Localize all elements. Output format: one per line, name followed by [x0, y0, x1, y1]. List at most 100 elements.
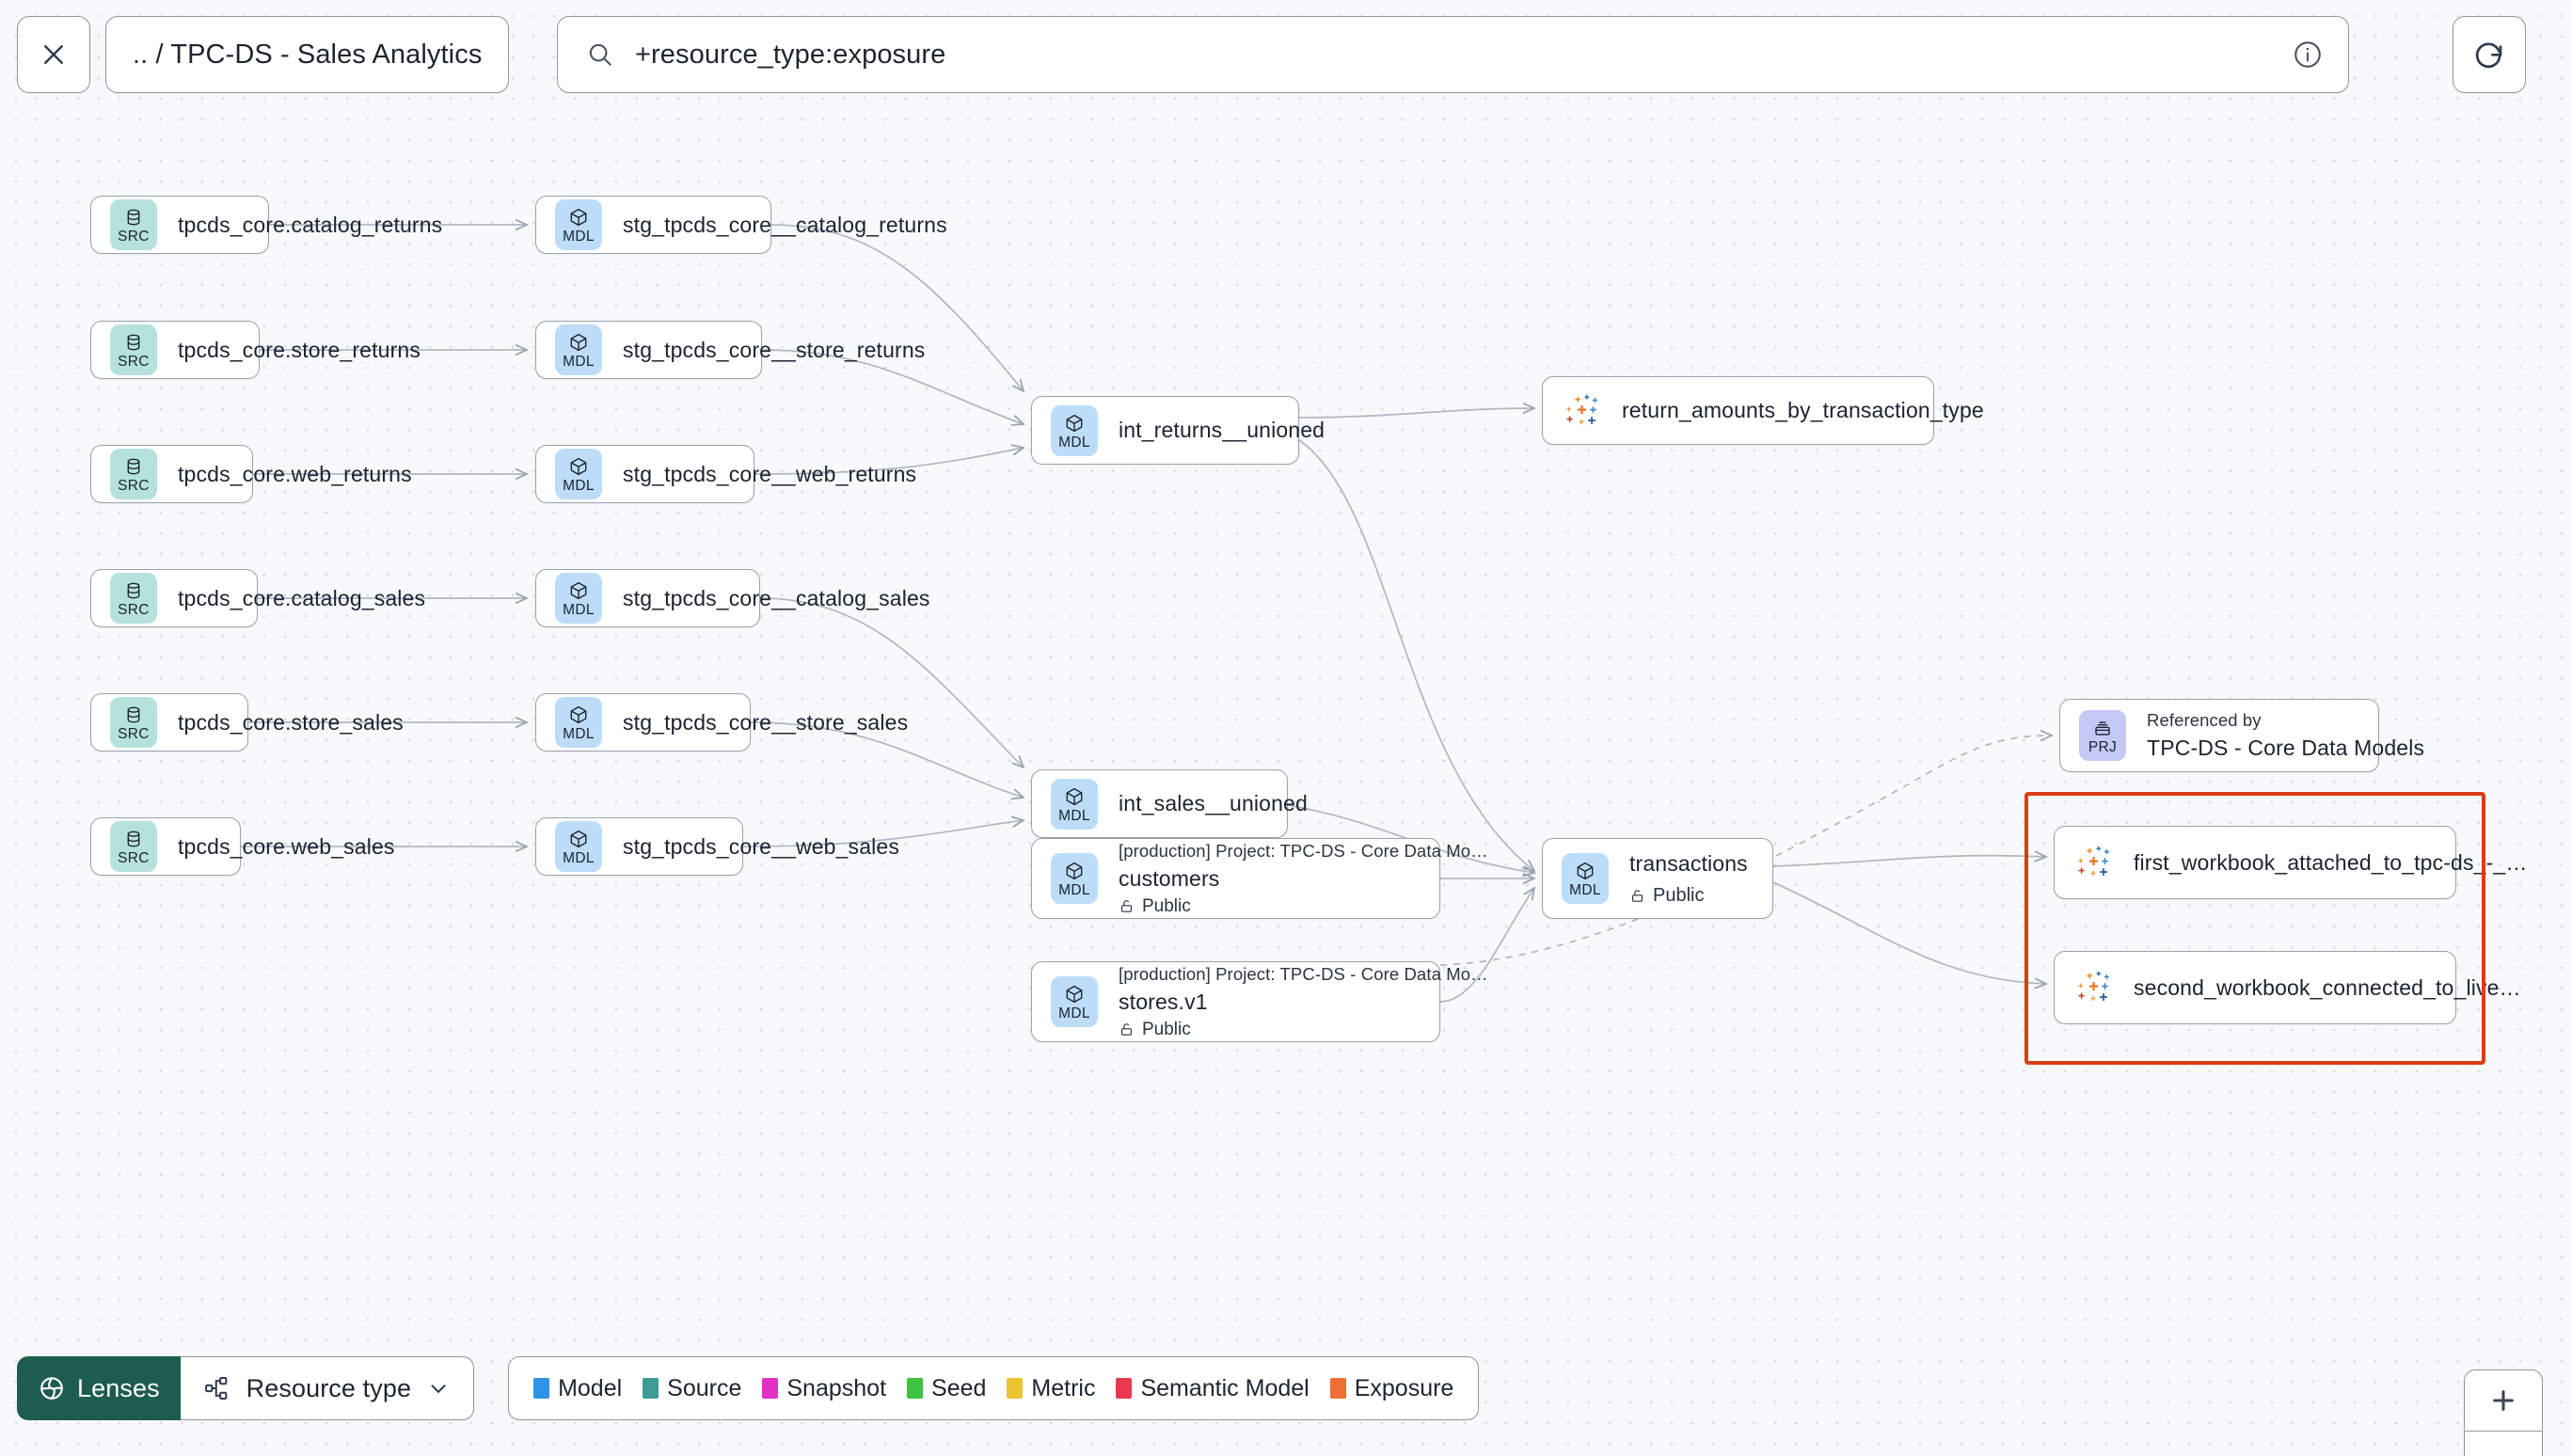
- legend-label: Snapshot: [786, 1374, 887, 1401]
- plus-icon: [2493, 1389, 2514, 1411]
- graph-node-stg_store_sales[interactable]: MDL stg_tpcds_core__store_sales: [535, 693, 908, 752]
- legend-label: Semantic Model: [1140, 1374, 1310, 1401]
- graph-node-stg_catalog_sales[interactable]: MDL stg_tpcds_core__catalog_sales: [535, 569, 929, 627]
- prj-badge-icon: PRJ: [2079, 710, 2126, 761]
- search-input[interactable]: [635, 17, 2320, 92]
- node-visibility: Public: [1119, 1020, 1415, 1040]
- node-label: second_workbook_connected_to_live…: [2134, 974, 2521, 1000]
- node-label: int_returns__unioned: [1119, 418, 1326, 442]
- resource-code: SRC: [118, 354, 150, 370]
- graph-node-stg_web_returns[interactable]: MDL stg_tpcds_core__web_returns: [535, 445, 916, 503]
- graph-node-src_catalog_returns[interactable]: SRC tpcds_core.catalog_returns: [90, 196, 442, 254]
- node-label: stg_tpcds_core__web_sales: [623, 833, 899, 859]
- node-label: return_amounts_by_transaction_type: [1622, 398, 1984, 422]
- info-icon: [2294, 41, 2321, 68]
- node-title: stores.v1: [1119, 989, 1208, 1014]
- graph-node-int_returns_unioned[interactable]: MDL int_returns__unioned: [1031, 396, 1325, 465]
- model-icon: [568, 828, 589, 850]
- model-icon: [1064, 412, 1085, 435]
- close-button[interactable]: [17, 16, 90, 93]
- lenses-control[interactable]: Lenses Resource type: [17, 1356, 475, 1420]
- resource-type-dropdown[interactable]: Resource type: [180, 1356, 475, 1420]
- exposure-icon: [2073, 842, 2115, 883]
- resource-code: PRJ: [2088, 739, 2118, 755]
- src-badge-icon: SRC: [110, 697, 157, 748]
- visibility-label: Public: [1653, 884, 1705, 906]
- node-label: tpcds_core.store_sales: [178, 709, 404, 735]
- legend-item-snapshot[interactable]: Snapshot: [762, 1375, 886, 1402]
- graph-node-stg_store_returns[interactable]: MDL stg_tpcds_core__store_returns: [535, 321, 925, 379]
- zoom-out-button[interactable]: [2465, 1432, 2542, 1456]
- source-icon: [123, 579, 144, 602]
- search-info-button[interactable]: [2292, 17, 2348, 92]
- exposure-icon: [2073, 967, 2115, 1008]
- mdl-badge-icon: MDL: [555, 697, 602, 748]
- legend-item-seed[interactable]: Seed: [907, 1375, 986, 1402]
- project-icon: [2092, 717, 2113, 739]
- legend-item-source[interactable]: Source: [643, 1375, 741, 1402]
- graph-node-first_workbook[interactable]: first_workbook_attached_to_tpc-ds_-_…: [2054, 826, 2527, 899]
- graph-node-second_workbook[interactable]: second_workbook_connected_to_live…: [2054, 951, 2521, 1024]
- node-title: customers: [1119, 865, 1220, 891]
- model-icon: [568, 455, 589, 478]
- mdl-badge-icon: MDL: [555, 199, 602, 250]
- search-bar[interactable]: [557, 16, 2349, 93]
- lenses-button[interactable]: Lenses: [17, 1356, 181, 1420]
- zoom-in-button[interactable]: [2465, 1370, 2542, 1432]
- source-icon: [123, 206, 144, 229]
- graph-node-stores_v1[interactable]: MDL [production] Project: TPC-DS - Core …: [1031, 961, 1488, 1042]
- graph-node-return_amounts[interactable]: return_amounts_by_transaction_type: [1542, 376, 1984, 445]
- legend-item-metric[interactable]: Metric: [1007, 1375, 1095, 1402]
- resource-code: MDL: [563, 602, 595, 618]
- graph-node-src_store_sales[interactable]: SRC tpcds_core.store_sales: [90, 693, 404, 752]
- resource-code: MDL: [1058, 807, 1090, 824]
- resource-code: MDL: [1058, 882, 1090, 898]
- resource-code: SRC: [118, 602, 150, 618]
- legend-label: Metric: [1031, 1374, 1096, 1401]
- legend-label: Source: [667, 1374, 742, 1401]
- model-icon: [1064, 860, 1085, 882]
- node-label: first_workbook_attached_to_tpc-ds_-_…: [2134, 849, 2528, 875]
- lens-icon: [40, 1377, 63, 1400]
- graph-node-referenced_by_project[interactable]: PRJ Referenced by TPC-DS - Core Data Mod…: [2059, 699, 2424, 772]
- graph-node-src_web_sales[interactable]: SRC tpcds_core.web_sales: [90, 817, 394, 876]
- legend-label: Model: [558, 1374, 623, 1401]
- node-title: transactions: [1629, 850, 1748, 876]
- visibility-label: Public: [1142, 1019, 1191, 1039]
- legend-label: Seed: [931, 1374, 987, 1401]
- mdl-badge-icon: MDL: [1051, 778, 1098, 830]
- graph-node-transactions[interactable]: MDL transactions Public: [1542, 838, 1773, 919]
- resource-type-label: Resource type: [246, 1373, 412, 1402]
- mdl-badge-icon: MDL: [1051, 976, 1098, 1027]
- graph-node-customers[interactable]: MDL [production] Project: TPC-DS - Core …: [1031, 838, 1488, 919]
- graph-node-int_sales_unioned[interactable]: MDL int_sales__unioned: [1031, 769, 1308, 838]
- node-project-label: Referenced by: [2147, 710, 2262, 730]
- legend-swatch: [533, 1378, 550, 1399]
- legend-item-semantic-model[interactable]: Semantic Model: [1116, 1374, 1310, 1402]
- source-icon: [123, 828, 144, 850]
- mdl-badge-icon: MDL: [555, 324, 602, 375]
- resource-code: SRC: [118, 726, 150, 742]
- refresh-button[interactable]: [2453, 16, 2526, 93]
- legend-item-model[interactable]: Model: [533, 1375, 622, 1402]
- node-project-label: [production] Project: TPC-DS - Core Data…: [1119, 840, 1488, 861]
- resource-code: MDL: [563, 354, 595, 370]
- legend-label: Exposure: [1354, 1374, 1454, 1401]
- graph-node-src_store_returns[interactable]: SRC tpcds_core.store_returns: [90, 321, 421, 379]
- zoom-controls[interactable]: [2464, 1369, 2543, 1456]
- breadcrumb[interactable]: .. / TPC-DS - Sales Analytics: [105, 16, 510, 93]
- mdl-badge-icon: MDL: [1562, 853, 1609, 904]
- lineage-canvas[interactable]: SRC tpcds_core.catalog_returns SRC tpcds…: [0, 109, 2572, 1456]
- graph-node-stg_web_sales[interactable]: MDL stg_tpcds_core__web_sales: [535, 817, 899, 876]
- resource-code: SRC: [118, 229, 150, 245]
- search-icon: [586, 40, 614, 69]
- legend-swatch: [762, 1378, 779, 1399]
- graph-node-src_web_returns[interactable]: SRC tpcds_core.web_returns: [90, 445, 412, 503]
- legend-item-exposure[interactable]: Exposure: [1329, 1374, 1454, 1402]
- graph-node-stg_catalog_returns[interactable]: MDL stg_tpcds_core__catalog_returns: [535, 196, 947, 254]
- legend-swatch: [643, 1378, 659, 1399]
- node-label: tpcds_core.web_sales: [178, 833, 395, 859]
- node-label: stg_tpcds_core__web_returns: [623, 461, 917, 486]
- graph-node-src_catalog_sales[interactable]: SRC tpcds_core.catalog_sales: [90, 569, 425, 627]
